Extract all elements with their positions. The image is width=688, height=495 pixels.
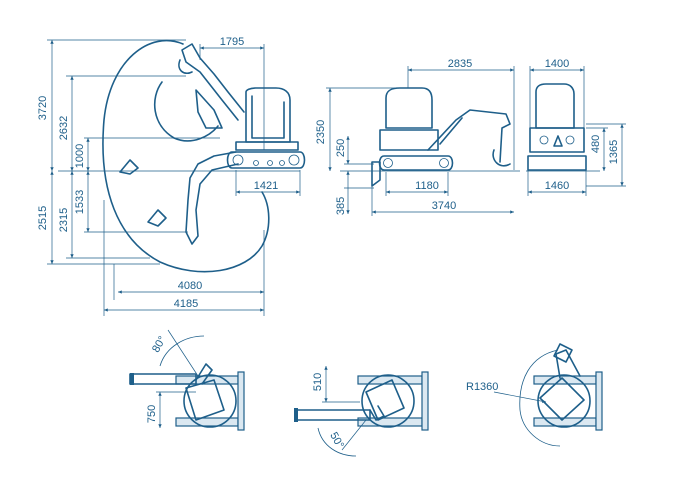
dim-2350: 2350 [315,120,327,144]
side-view: 3720 2632 1000 2515 2315 1533 1795 1421 … [37,36,306,316]
plan-view-right: R1360 [466,343,603,447]
dim-2835: 2835 [448,58,472,70]
dim-1421: 1421 [254,180,278,192]
plan-view-middle: 510 50° [294,366,429,457]
excavator-arm-raised [178,43,245,129]
plan-view-left: 80° 750 [129,329,245,431]
dim-2515: 2515 [37,206,49,230]
dim-385: 385 [335,197,347,215]
dim-4080: 4080 [178,280,202,292]
dim-2315: 2315 [58,208,70,232]
dim-1180: 1180 [415,180,439,192]
dim-3740: 3740 [432,200,456,212]
dim-510: 510 [312,373,324,391]
dim-1533: 1533 [74,190,86,214]
dim-1400: 1400 [545,58,569,70]
dim-1795: 1795 [220,36,244,48]
bucket-position-2 [147,209,167,227]
dim-1000: 1000 [74,144,86,168]
bucket-position-1 [119,159,139,175]
dim-2632: 2632 [58,116,70,140]
dim-3720: 3720 [37,96,49,120]
rear-view: 1400 480 1365 1460 [526,58,626,196]
dim-1460: 1460 [545,180,569,192]
angle-80: 80° [150,334,169,354]
excavator-body-side [226,87,306,169]
dim-4185: 4185 [174,298,198,310]
dim-250: 250 [335,139,347,157]
excavator-arm-lowered [185,151,239,245]
transport-view: 2835 2350 250 385 1180 3740 [315,58,520,216]
dim-750: 750 [146,405,158,423]
dim-1365: 1365 [608,140,620,164]
bucket-swing-arc [154,81,219,142]
dim-480: 480 [590,135,602,153]
working-range-arc [102,39,270,273]
radius-r1360: R1360 [466,381,498,393]
